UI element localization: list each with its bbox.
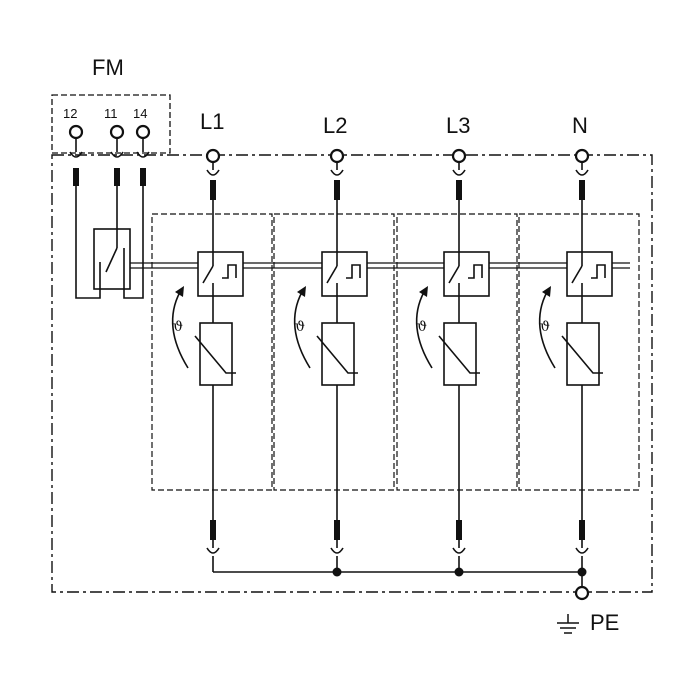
module-l3 bbox=[415, 148, 490, 572]
fm-box bbox=[51, 94, 171, 154]
thermal-symbol-l3: ϑ bbox=[417, 319, 427, 335]
pe-terminal-icon bbox=[574, 585, 590, 601]
fm-plug-connectors bbox=[69, 138, 150, 158]
thermal-symbol-l2: ϑ bbox=[295, 319, 305, 335]
varistor-icon bbox=[443, 322, 477, 386]
varistor-icon bbox=[321, 322, 355, 386]
thermal-symbol-n: ϑ bbox=[540, 319, 550, 335]
thermal-arrow bbox=[293, 291, 311, 369]
module-l2 bbox=[293, 148, 368, 572]
common-bus bbox=[213, 571, 583, 587]
thermal-symbol-l1: ϑ bbox=[173, 319, 183, 335]
fm-contact-terminals bbox=[68, 124, 151, 140]
module-l3-outline bbox=[396, 213, 518, 491]
plug-connector-icon bbox=[330, 547, 344, 554]
junction-dots bbox=[332, 567, 587, 577]
earth-ground-icon bbox=[557, 614, 579, 634]
plug-connector-icon bbox=[206, 547, 220, 554]
module-l1 bbox=[171, 148, 244, 572]
thermal-arrow bbox=[415, 291, 433, 369]
contact-label-12: 12 bbox=[63, 106, 77, 121]
plug-connector-icon bbox=[330, 169, 344, 176]
terminal-circle-icon bbox=[329, 148, 345, 164]
terminal-circle-icon bbox=[574, 148, 590, 164]
terminal-circle-icon bbox=[135, 124, 151, 140]
thermal-disconnector-icon bbox=[566, 251, 613, 297]
terminal-label-l2: L2 bbox=[323, 113, 347, 138]
terminal-label-n: N bbox=[572, 113, 588, 138]
fm-label: FM bbox=[92, 55, 124, 80]
module-n bbox=[538, 148, 613, 572]
module-outlines bbox=[151, 213, 640, 491]
plug-connector-icon bbox=[206, 169, 220, 176]
contact-label-11: 11 bbox=[104, 106, 118, 121]
fm-changeover-switch bbox=[75, 186, 144, 299]
terminal-circle-icon bbox=[205, 148, 221, 164]
terminal-label-l1: L1 bbox=[200, 109, 224, 134]
terminal-circle-icon bbox=[68, 124, 84, 140]
terminal-circle-icon bbox=[109, 124, 125, 140]
plug-connector-icon bbox=[575, 547, 589, 554]
terminal-circle-icon bbox=[451, 148, 467, 164]
module-n-outline bbox=[518, 213, 640, 491]
module-l2-outline bbox=[273, 213, 395, 491]
plug-connector-icon bbox=[452, 547, 466, 554]
varistor-icon bbox=[566, 322, 600, 386]
module-l1-outline bbox=[151, 213, 273, 491]
plug-connector-icon bbox=[575, 169, 589, 176]
thermal-arrow bbox=[171, 291, 189, 369]
thermal-arrow bbox=[538, 291, 556, 369]
plug-connector-icon bbox=[452, 169, 466, 176]
contact-label-14: 14 bbox=[133, 106, 147, 121]
pe-label: PE bbox=[590, 610, 619, 635]
fm-plug-pins bbox=[73, 168, 146, 186]
terminal-label-l3: L3 bbox=[446, 113, 470, 138]
varistor-icon bbox=[199, 322, 233, 386]
